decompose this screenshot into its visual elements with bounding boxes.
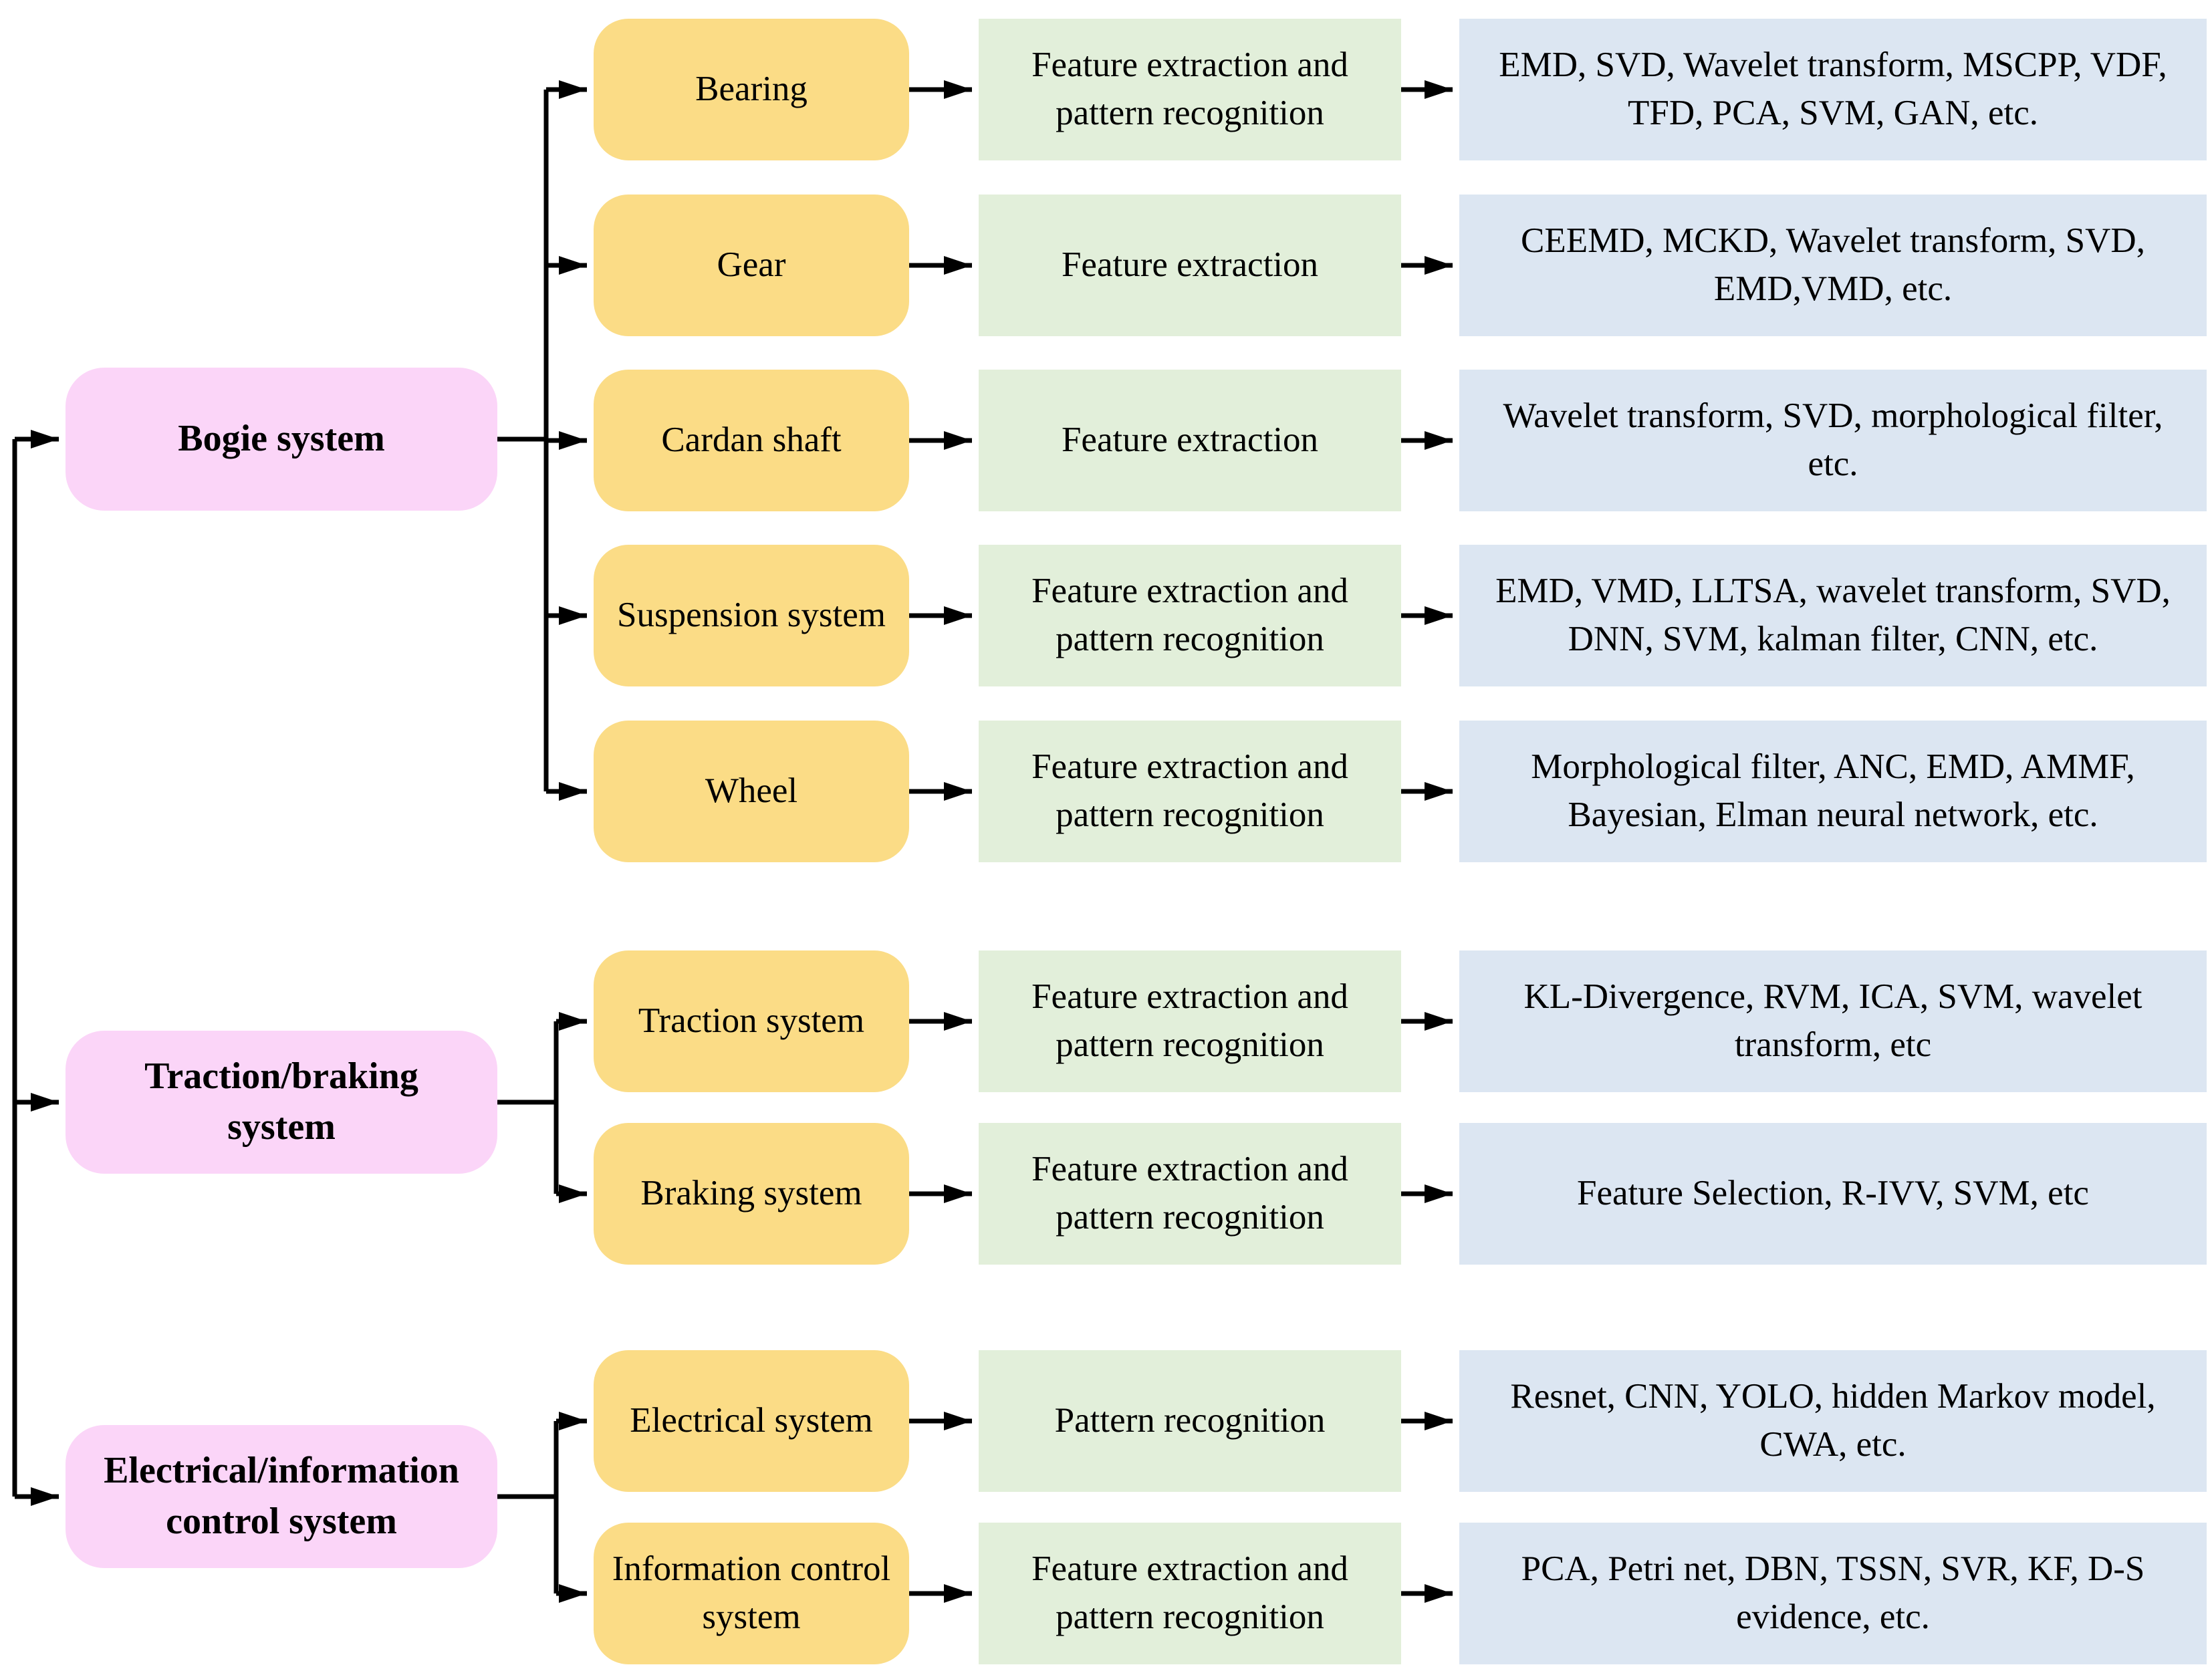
group-box-bogie-system: Bogie system [66, 368, 497, 511]
system-box-braking-system: Braking system [594, 1123, 909, 1265]
process-box-row5: Feature extraction and pattern recogniti… [979, 721, 1401, 862]
system-box-label: Traction system [638, 1001, 865, 1041]
system-box-gear: Gear [594, 195, 909, 336]
system-box-label: Braking system [640, 1174, 862, 1213]
group-box-label: Traction/braking system [144, 1055, 418, 1148]
system-box-wheel: Wheel [594, 721, 909, 862]
system-box-suspension-system: Suspension system [594, 545, 909, 686]
system-box-traction-system: Traction system [594, 950, 909, 1092]
system-box-label: Bearing [695, 70, 808, 109]
methods-box-row7: Feature Selection, R-IVV, SVM, etc [1459, 1123, 2207, 1265]
methods-box-row8: Resnet, CNN, YOLO, hidden Markov model, … [1459, 1350, 2207, 1492]
process-box-row8: Pattern recognition [979, 1350, 1401, 1492]
system-box-label: Wheel [705, 771, 798, 811]
methods-box-label: EMD, VMD, LLTSA, wavelet transform, SVD,… [1495, 571, 2171, 658]
system-box-electrical-system: Electrical system [594, 1350, 909, 1492]
methods-box-row1: EMD, SVD, Wavelet transform, MSCPP, VDF,… [1459, 19, 2207, 160]
process-box-label: Feature extraction and pattern recogniti… [1031, 571, 1348, 658]
process-box-label: Feature extraction and pattern recogniti… [1031, 45, 1348, 132]
methods-box-row4: EMD, VMD, LLTSA, wavelet transform, SVD,… [1459, 545, 2207, 686]
process-box-label: Feature extraction and pattern recogniti… [1031, 1549, 1348, 1636]
process-box-label: Feature extraction [1061, 245, 1319, 285]
system-box-label: Cardan shaft [661, 420, 842, 460]
methods-box-label: Resnet, CNN, YOLO, hidden Markov model, … [1510, 1377, 2156, 1464]
system-box-label: Gear [717, 245, 786, 285]
methods-box-row2: CEEMD, MCKD, Wavelet transform, SVD, EMD… [1459, 195, 2207, 336]
group-box-traction-braking-system: Traction/braking system [66, 1031, 497, 1174]
methods-box-label: EMD, SVD, Wavelet transform, MSCPP, VDF,… [1499, 45, 2167, 132]
process-box-row9: Feature extraction and pattern recogniti… [979, 1523, 1401, 1664]
process-box-label: Feature extraction and pattern recogniti… [1031, 1150, 1348, 1237]
methods-box-label: PCA, Petri net, DBN, TSSN, SVR, KF, D-S … [1521, 1549, 2145, 1636]
methods-box-label: Feature Selection, R-IVV, SVM, etc [1577, 1174, 2089, 1213]
system-box-information-control-system: Information control system [594, 1523, 909, 1664]
methods-box-row6: KL-Divergence, RVM, ICA, SVM, wavelet tr… [1459, 950, 2207, 1092]
process-box-label: Pattern recognition [1054, 1401, 1326, 1440]
process-box-row3: Feature extraction [979, 370, 1401, 511]
process-box-label: Feature extraction and pattern recogniti… [1031, 977, 1348, 1064]
methods-box-label: KL-Divergence, RVM, ICA, SVM, wavelet tr… [1523, 977, 2142, 1064]
system-box-label: Information control system [612, 1549, 891, 1636]
methods-box-label: Wavelet transform, SVD, morphological fi… [1503, 396, 2163, 483]
methods-box-row5: Morphological filter, ANC, EMD, AMMF, Ba… [1459, 721, 2207, 862]
system-box-cardan-shaft: Cardan shaft [594, 370, 909, 511]
process-box-label: Feature extraction and pattern recogniti… [1031, 747, 1348, 834]
methods-box-row9: PCA, Petri net, DBN, TSSN, SVR, KF, D-S … [1459, 1523, 2207, 1664]
process-box-row6: Feature extraction and pattern recogniti… [979, 950, 1401, 1092]
methods-box-label: Morphological filter, ANC, EMD, AMMF, Ba… [1531, 747, 2135, 834]
process-box-label: Feature extraction [1061, 420, 1319, 460]
methods-box-row3: Wavelet transform, SVD, morphological fi… [1459, 370, 2207, 511]
process-box-row7: Feature extraction and pattern recogniti… [979, 1123, 1401, 1265]
system-box-label: Electrical system [630, 1401, 873, 1440]
system-box-bearing: Bearing [594, 19, 909, 160]
process-box-row2: Feature extraction [979, 195, 1401, 336]
process-box-row4: Feature extraction and pattern recogniti… [979, 545, 1401, 686]
process-box-row1: Feature extraction and pattern recogniti… [979, 19, 1401, 160]
group-box-label: Bogie system [178, 418, 385, 460]
methods-box-label: CEEMD, MCKD, Wavelet transform, SVD, EMD… [1521, 221, 2145, 308]
system-box-label: Suspension system [617, 596, 886, 635]
group-box-label: Electrical/information control system [104, 1450, 459, 1542]
group-box-electrical-information-control-system: Electrical/information control system [66, 1425, 497, 1568]
